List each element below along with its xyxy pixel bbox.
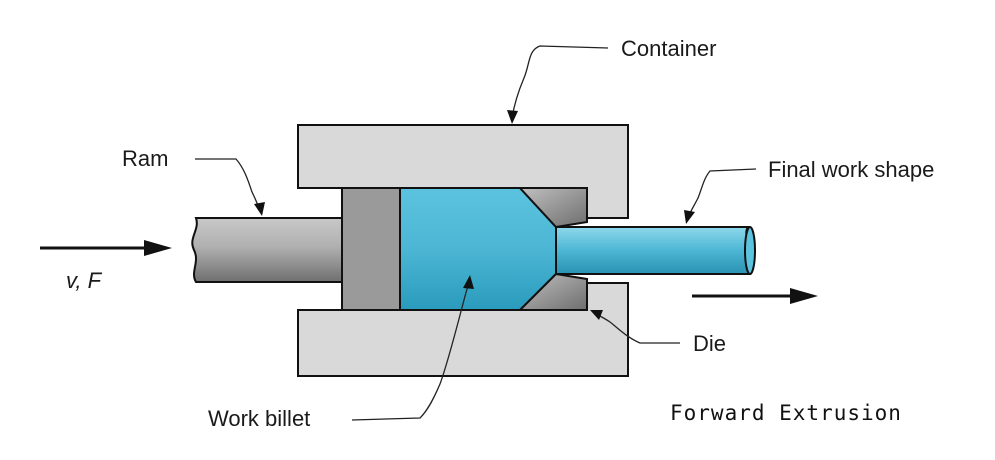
container-leader-arrowhead: [507, 110, 518, 124]
input-force-arrow: [40, 240, 172, 256]
container-lower-wall: [297, 309, 629, 377]
output-direction-arrow: [692, 288, 818, 304]
figure-caption: Forward Extrusion: [670, 401, 902, 425]
ram-label: Ram: [122, 146, 168, 171]
container-leader: [511, 45, 609, 119]
die-leader-arrowhead: [590, 310, 603, 320]
container-upper-wall: [297, 124, 629, 189]
ram-leader: [195, 158, 261, 211]
work-billet: [399, 187, 557, 311]
work-billet-label: Work billet: [208, 406, 310, 431]
final-work-shape-rod: [555, 226, 752, 275]
die-label: Die: [693, 331, 726, 356]
container-right-lower-wall: [587, 283, 628, 312]
work-billet-leader-arrowhead: [463, 275, 474, 289]
velocity-force-label: v, F: [66, 268, 103, 293]
ram-leader-arrowhead: [254, 202, 265, 216]
final-work-shape-label: Final work shape: [768, 157, 934, 182]
final-work-shape-leader: [687, 168, 757, 219]
final-work-shape-end: [744, 226, 756, 275]
work-billet-leader: [351, 281, 470, 421]
container-right-upper-wall: [587, 186, 628, 219]
ram-head: [341, 187, 401, 311]
die-lower: [517, 272, 588, 311]
final-work-shape-leader-arrowhead: [684, 210, 695, 224]
die-upper: [517, 187, 588, 229]
ram-rod: [191, 217, 343, 283]
container-label: Container: [621, 36, 716, 61]
